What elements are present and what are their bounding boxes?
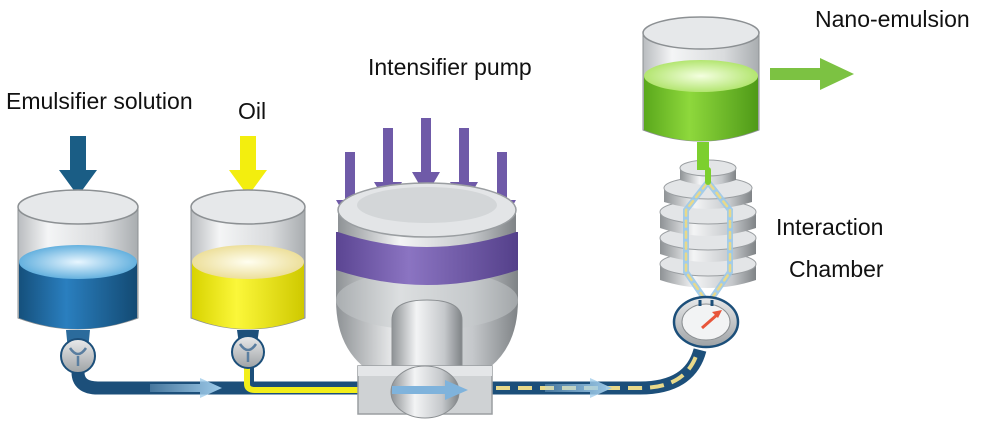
intensifier-pump: [336, 118, 518, 419]
emulsifier-pipe: [71, 365, 367, 395]
emulsifier-label: Emulsifier solution: [6, 88, 193, 114]
nano-emulsion-tank: [642, 16, 854, 170]
pump-label: Intensifier pump: [368, 54, 532, 80]
pipe-network: [71, 348, 707, 398]
chamber-label-line2: Chamber: [789, 256, 884, 282]
oil-arrow: [229, 136, 267, 196]
valve-icon: [231, 335, 265, 369]
flow-arrow-emulsifier: [150, 378, 222, 398]
interaction-chamber: [659, 159, 757, 349]
pressure-gauge-icon: [672, 295, 740, 349]
chamber-label-line1: Interaction: [776, 214, 884, 240]
flow-arrow-pump: [392, 380, 468, 400]
oil-label: Oil: [238, 98, 267, 124]
chamber-flow: [683, 167, 733, 301]
nano-arrow: [770, 58, 854, 90]
oil-tank: [190, 136, 306, 369]
valve-icon: [60, 338, 96, 374]
emulsifier-tank: [17, 136, 139, 374]
oil-pipe: [250, 364, 360, 386]
flow-arrow-mixed: [545, 378, 612, 398]
emulsifier-arrow: [59, 136, 97, 196]
nano-emulsion-label: Nano-emulsion: [815, 6, 970, 32]
